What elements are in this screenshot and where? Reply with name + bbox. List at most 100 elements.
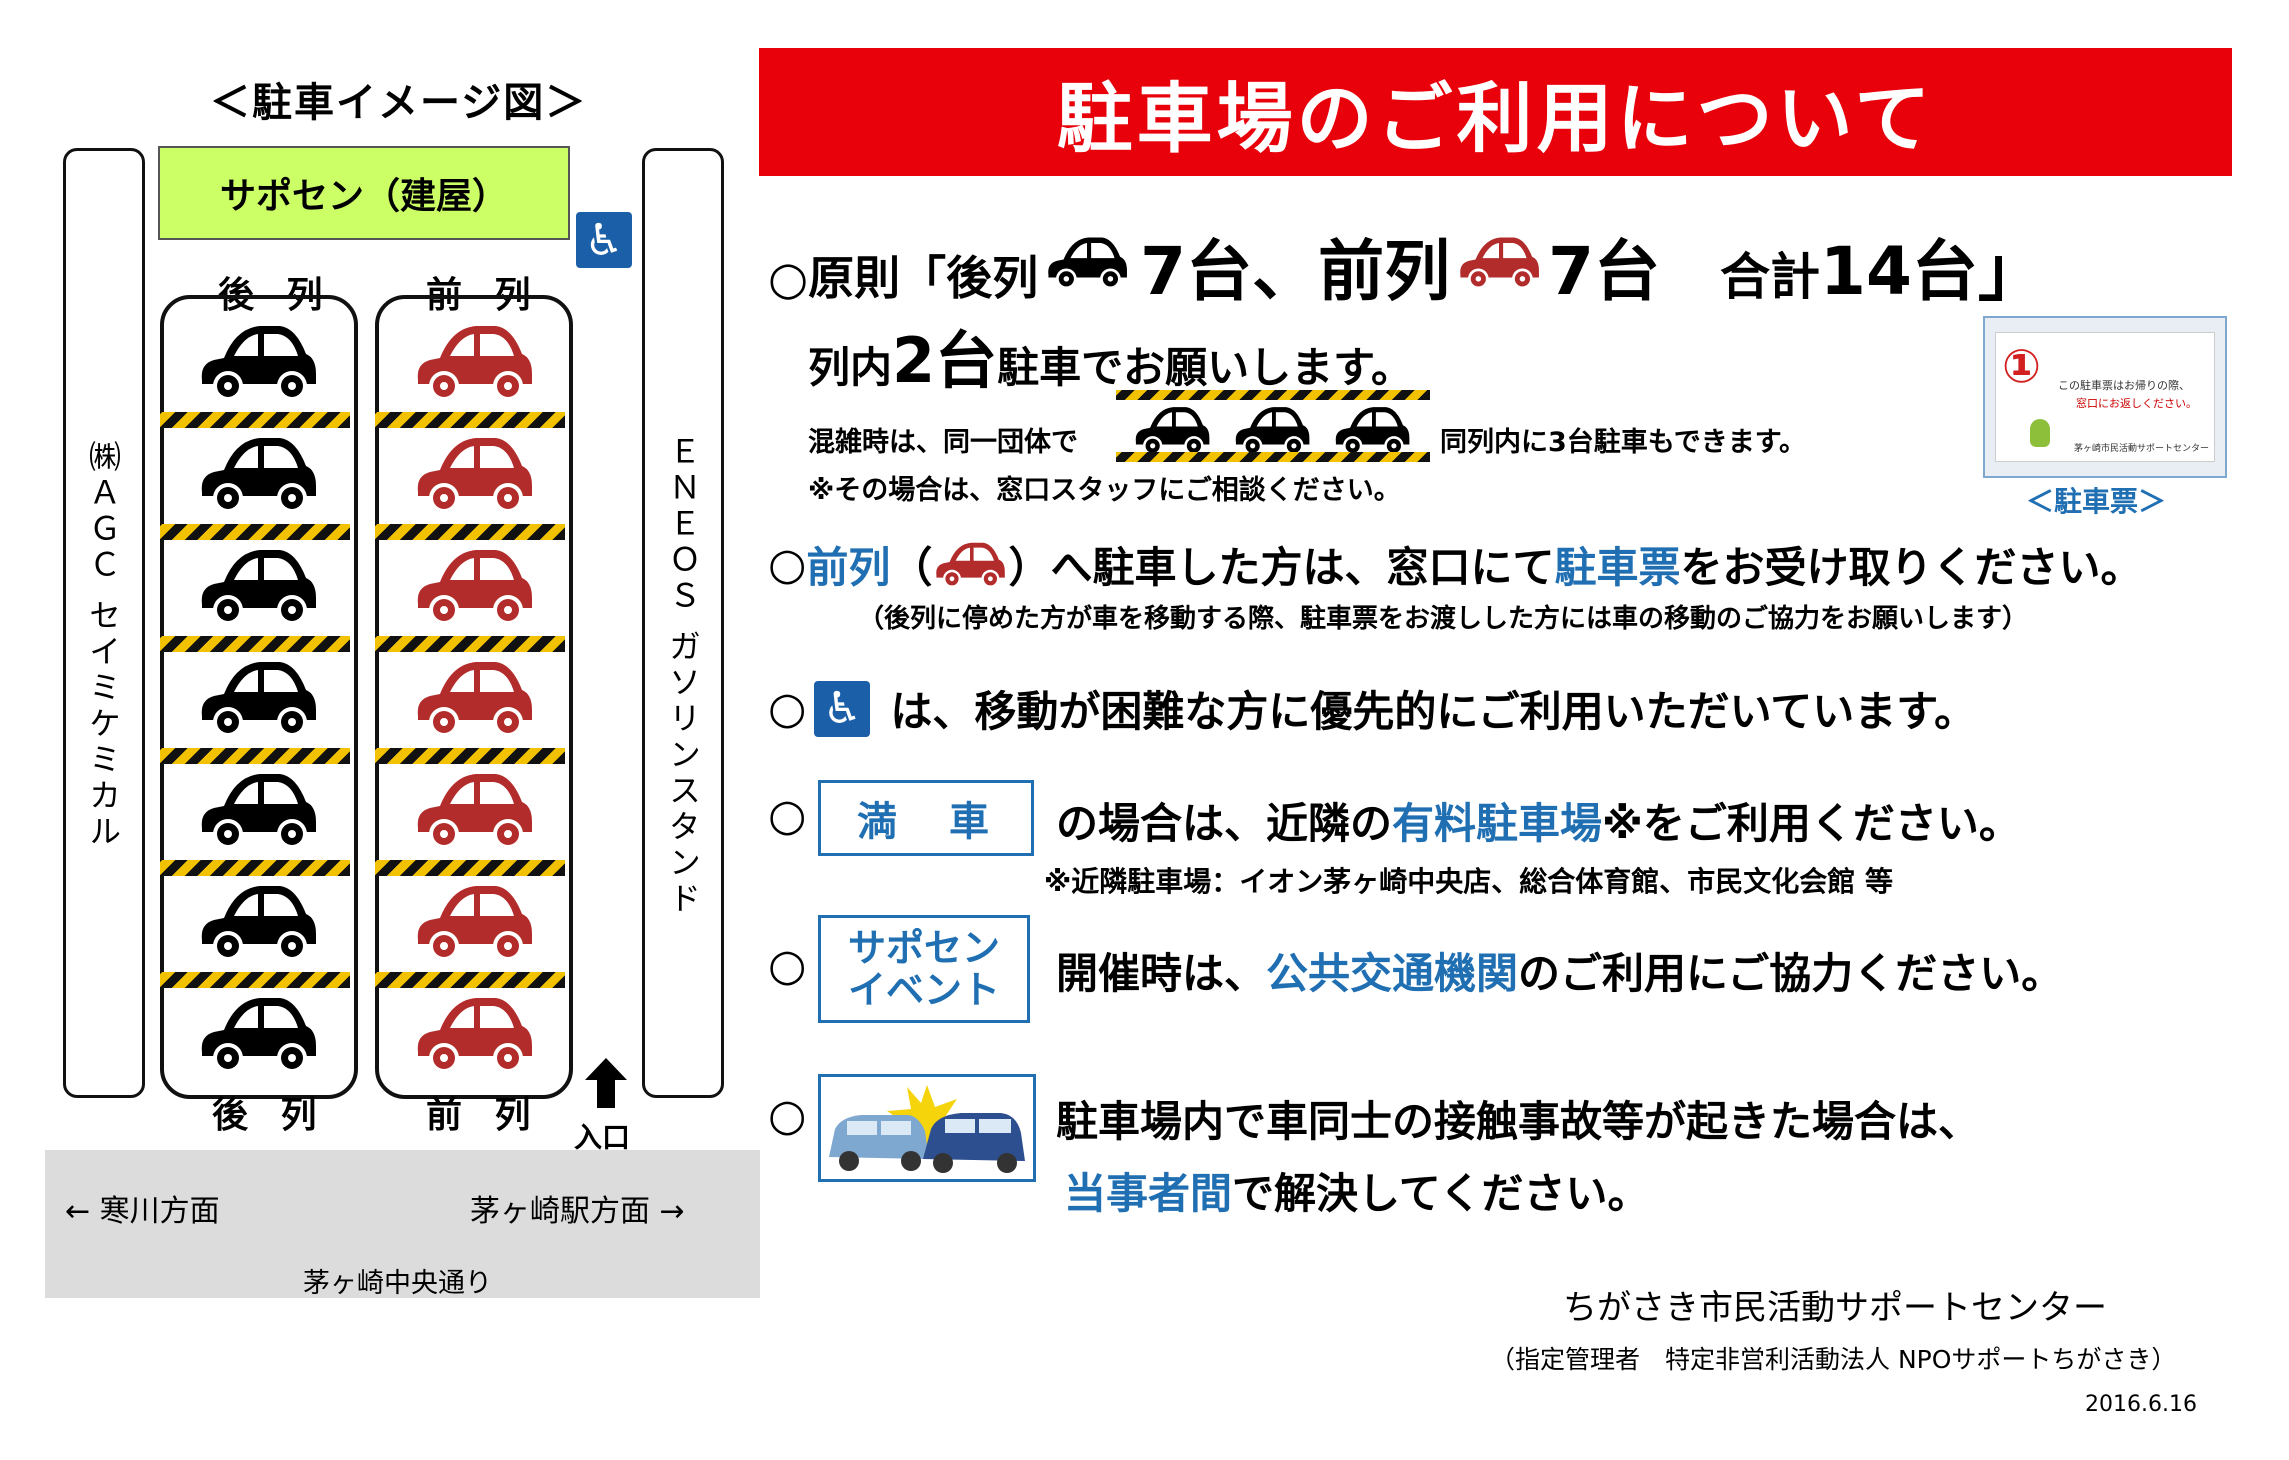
front-text: ）へ駐車した方は、窓口にて bbox=[1008, 543, 1555, 592]
ticket-footer: 茅ヶ崎市民活動サポートセンター bbox=[2074, 444, 2210, 454]
bullet: ○ bbox=[768, 683, 807, 734]
principle-total: 14台」 bbox=[1820, 233, 2044, 310]
right-neighbor-wall bbox=[642, 148, 724, 1098]
hazard-stripe bbox=[160, 636, 350, 652]
principle-rear: 7台、前列 bbox=[1140, 233, 1451, 310]
row-limit-c: 駐車でお願いします。 bbox=[997, 343, 1413, 392]
front-car-icon bbox=[412, 542, 536, 632]
mascot-icon bbox=[2030, 419, 2050, 447]
crowded-note: ※その場合は、窓口スタッフにご相談ください。 bbox=[808, 475, 1401, 506]
wheelchair-icon: ♿ bbox=[576, 212, 632, 268]
parties-term: 当事者間 bbox=[1064, 1169, 1233, 1218]
car-icon bbox=[1456, 232, 1542, 294]
full-box: 満 車 bbox=[818, 780, 1034, 856]
bullet: ○ bbox=[768, 539, 807, 590]
bullet: ○ bbox=[768, 790, 807, 841]
parking-ticket-term: 駐車票 bbox=[1554, 543, 1681, 592]
hazard-stripe bbox=[375, 972, 565, 988]
row-limit-a: 列内 bbox=[808, 343, 893, 392]
car-icon bbox=[1044, 232, 1130, 294]
hazard-stripe bbox=[1116, 452, 1430, 462]
row-limit-line: 列内 2台 駐車でお願いします。 bbox=[808, 310, 1413, 400]
front-row-label-bottom: 前 列 bbox=[426, 1095, 541, 1136]
left-neighbor-label: ㈱ＡＧＣ セイミケミカル bbox=[84, 440, 122, 851]
principle-total-label: 合計 bbox=[1720, 248, 1821, 306]
front-text-end: をお受け取りください。 bbox=[1680, 543, 2143, 592]
hazard-stripe bbox=[1116, 390, 1430, 400]
front-car-icon bbox=[412, 318, 536, 408]
hazard-stripe bbox=[160, 412, 350, 428]
principle-prefix: ○原則「後列 bbox=[768, 251, 1039, 305]
collision-icon bbox=[818, 1074, 1036, 1182]
front-row-term: 前列 bbox=[806, 543, 891, 592]
hazard-stripe bbox=[375, 636, 565, 652]
hazard-stripe bbox=[160, 524, 350, 540]
left-neighbor-wall bbox=[63, 148, 145, 1098]
hazard-stripe bbox=[375, 524, 565, 540]
row-limit-b: 2台 bbox=[892, 324, 998, 397]
full-note: ※近隣駐車場：イオン茅ヶ崎中央店、総合体育館、市民文化会館 等 bbox=[1044, 865, 1893, 898]
rear-car-icon bbox=[196, 766, 320, 856]
ticket-line-1: この駐車票はお帰りの際、 bbox=[2058, 379, 2190, 392]
event-rule: 開催時は、 公共交通機関 のご利用にご協力ください。 bbox=[1056, 940, 2063, 1001]
front-car-icon bbox=[412, 990, 536, 1080]
full-text-a: の場合は、近隣の bbox=[1056, 799, 1393, 848]
accessible-text: は、移動が困難な方に優先的にご利用いただいています。 bbox=[890, 687, 1977, 736]
bullet: ○ bbox=[768, 1090, 807, 1141]
event-text-c: のご利用にご協力ください。 bbox=[1518, 949, 2064, 998]
road-name: 茅ヶ崎中央通り bbox=[303, 1268, 492, 1299]
ticket-line-2: 窓口にお返しください。 bbox=[2076, 397, 2197, 410]
hazard-stripe bbox=[160, 860, 350, 876]
front-car-icon bbox=[412, 654, 536, 744]
rear-car-icon bbox=[196, 654, 320, 744]
entrance-label: 入口 bbox=[574, 1121, 631, 1154]
front-car-icon bbox=[412, 878, 536, 968]
rear-car-icon bbox=[196, 430, 320, 520]
parking-ticket-image: ① この駐車票はお帰りの際、 窓口にお返しください。 茅ヶ崎市民活動サポートセン… bbox=[1983, 316, 2227, 478]
hazard-stripe bbox=[160, 972, 350, 988]
rear-car-icon bbox=[196, 542, 320, 632]
hazard-stripe bbox=[375, 860, 565, 876]
footer-org: ちがさき市民活動サポートセンター bbox=[1563, 1288, 2107, 1328]
crowded-text-a: 混雑時は、同一団体で bbox=[808, 427, 1078, 458]
public-transit-term: 公共交通機関 bbox=[1266, 949, 1519, 998]
building-label: サポセン（建屋） bbox=[158, 146, 570, 240]
right-neighbor-label: ＥＮＥＯＳ ガソリンスタンド bbox=[664, 435, 702, 918]
event-box: サポセン イベント bbox=[818, 915, 1030, 1023]
crowded-text-b: 同列内に3台駐車もできます。 bbox=[1440, 427, 1807, 458]
rear-car-icon bbox=[196, 990, 320, 1080]
ticket-caption: ＜駐車票＞ bbox=[2026, 485, 2167, 518]
bullet: ○ bbox=[768, 940, 807, 991]
wheelchair-icon: ♿ bbox=[814, 680, 871, 737]
page-title: 駐車場のご利用について bbox=[759, 48, 2232, 176]
hazard-stripe bbox=[375, 748, 565, 764]
paid-parking-term: 有料駐車場 bbox=[1392, 799, 1603, 848]
principle-line: ○原則「後列 7台、前列 7台 合計 14台」 bbox=[768, 218, 2044, 314]
full-text-c: ※をご利用ください。 bbox=[1602, 799, 2021, 848]
front-car-icon bbox=[412, 430, 536, 520]
road-left-direction: ← 寒川方面 bbox=[65, 1194, 220, 1229]
rear-row-area bbox=[160, 295, 358, 1099]
up-arrow-icon bbox=[585, 1058, 627, 1108]
map-title: ＜駐車イメージ図＞ bbox=[210, 80, 588, 126]
front-row-area bbox=[375, 295, 573, 1099]
rear-car-icon bbox=[196, 878, 320, 968]
road bbox=[45, 1150, 760, 1298]
hazard-stripe bbox=[160, 748, 350, 764]
principle-front: 7台 bbox=[1548, 233, 1661, 310]
hazard-stripe bbox=[375, 412, 565, 428]
accident-rule-2: 当事者間 で解決してください。 bbox=[1064, 1160, 1650, 1221]
accessible-rule: ○ ♿ は、移動が困難な方に優先的にご利用いただいています。 bbox=[768, 678, 1976, 739]
footer-manager: （指定管理者 特定非営利活動法人 NPOサポートちがさき） bbox=[1490, 1345, 2177, 1374]
rear-car-icon bbox=[196, 318, 320, 408]
front-paren: （ bbox=[890, 543, 933, 592]
front-row-rule: ○ 前列 （ ）へ駐車した方は、窓口にて 駐車票 をお受け取りください。 bbox=[768, 534, 2142, 595]
footer-date: 2016.6.16 bbox=[2085, 1392, 2197, 1417]
accident-text-c: で解決してください。 bbox=[1232, 1169, 1650, 1218]
ticket-number: ① bbox=[2002, 339, 2041, 393]
road-right-direction: 茅ヶ崎駅方面 → bbox=[470, 1194, 685, 1229]
accident-text-a: 駐車場内で車同士の接触事故等が起きた場合は、 bbox=[1056, 1097, 1981, 1146]
rear-row-label-bottom: 後 列 bbox=[212, 1095, 327, 1136]
front-row-note: （後列に停めた方が車を移動する際、駐車票をお渡しした方には車の移動のご協力をお願… bbox=[858, 604, 2029, 634]
full-rule: の場合は、近隣の 有料駐車場 ※をご利用ください。 bbox=[1056, 790, 2021, 851]
